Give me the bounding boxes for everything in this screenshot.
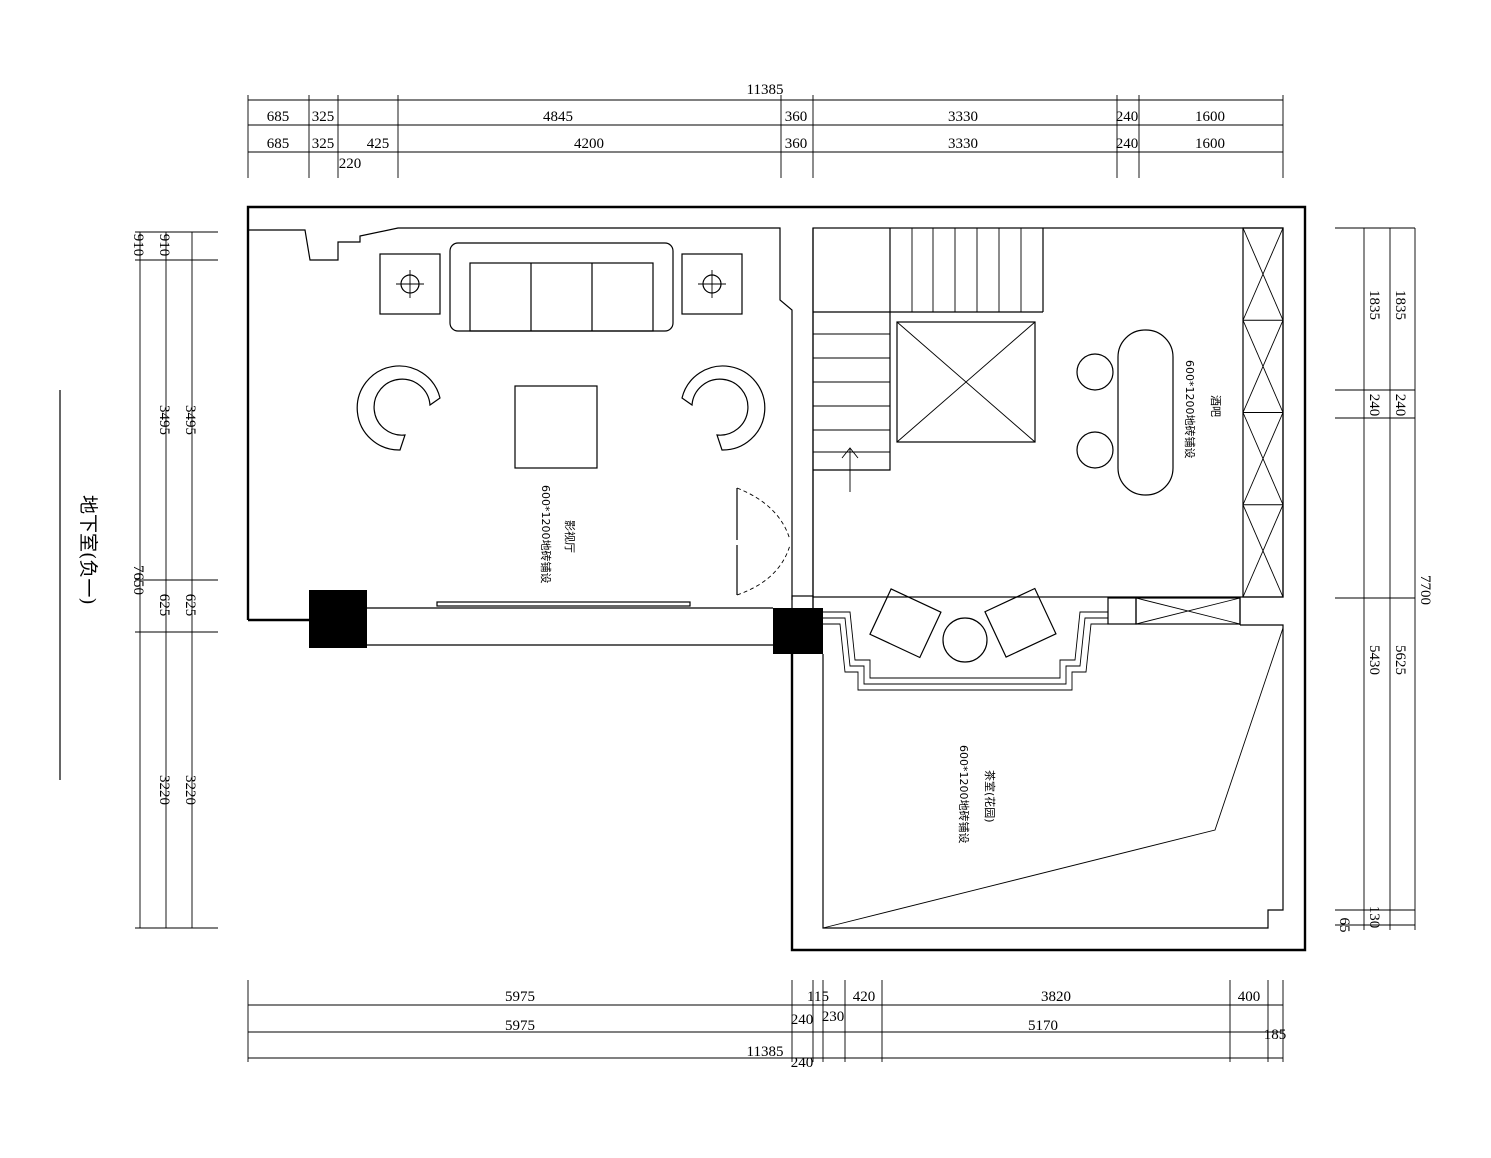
dim-right: 240 — [1392, 394, 1408, 417]
dim-left: 910 — [156, 234, 172, 257]
column — [773, 608, 823, 654]
top-dimension-lines — [247, 95, 1284, 178]
dim-top-row1: 1600 — [1195, 109, 1225, 125]
cabinet-cross — [1242, 320, 1284, 413]
tea-table — [942, 617, 988, 663]
dim-bottom-row1: 115 — [807, 989, 829, 1005]
theater-floor-note: 600*1200地砖铺设 — [539, 485, 553, 584]
dim-bottom-row2: 230 — [822, 1009, 845, 1025]
dim-bottom-row1: 420 — [853, 989, 876, 1005]
dim-top-row2: 1600 — [1195, 136, 1225, 152]
dim-bottom-total: 11385 — [747, 1044, 784, 1060]
dim-left: 625 — [156, 594, 172, 617]
right-dimension-lines — [1335, 227, 1416, 930]
dim-top-row2: 3330 — [948, 136, 978, 152]
cabinet-cross — [1242, 412, 1284, 505]
tv-stand — [436, 601, 691, 607]
cabinet-cross — [1242, 227, 1284, 321]
dim-right: 5625 — [1392, 645, 1408, 675]
bar-floor-note: 600*1200地砖铺设 — [1183, 360, 1197, 459]
tea-room-floor-note: 600*1200地砖铺设 — [957, 745, 971, 844]
wine-cabinet — [1242, 227, 1284, 598]
dim-top-row2: 685 — [267, 136, 290, 152]
dim-right: 1835 — [1366, 290, 1382, 320]
dim-bottom-row2: 5170 — [1028, 1018, 1058, 1034]
dim-left: 3495 — [156, 405, 172, 435]
sofa — [449, 242, 674, 332]
dim-top-row1: 685 — [267, 109, 290, 125]
dim-top-row2: 425 — [367, 136, 390, 152]
dim-top-row2: 325 — [312, 136, 335, 152]
side-table — [379, 253, 441, 315]
drawing-title: 地下室(负一) — [77, 495, 99, 605]
dim-top-row1: 325 — [312, 109, 335, 125]
column — [309, 590, 367, 648]
left-dimension-lines — [135, 231, 218, 929]
column-small — [791, 595, 814, 611]
dim-top-row1: 3330 — [948, 109, 978, 125]
side-table — [681, 253, 743, 315]
dim-bottom-row1: 5975 — [505, 989, 535, 1005]
dim-right: 65 — [1336, 918, 1352, 933]
dim-right: 130 — [1366, 906, 1382, 929]
dim-left: 7650 — [130, 565, 146, 595]
dim-top-total: 11385 — [747, 82, 784, 98]
bay-step-outline — [823, 611, 1108, 691]
dim-top-row1: 4845 — [543, 109, 573, 125]
dim-top-extra: 220 — [339, 156, 362, 172]
dim-top-row2: 4200 — [574, 136, 604, 152]
bar-counter — [1117, 329, 1174, 496]
dim-bottom-row2: 5975 — [505, 1018, 535, 1034]
dim-right: 240 — [1366, 394, 1382, 417]
dim-bottom-row1: 400 — [1238, 989, 1261, 1005]
dim-bottom-extra: 240 — [791, 1055, 814, 1071]
dim-top-row1: 240 — [1116, 109, 1139, 125]
theater-name: 影视厅 — [563, 520, 577, 553]
storage-cabinet — [1107, 597, 1241, 625]
walls — [246, 205, 1307, 952]
dim-left: 3495 — [182, 405, 198, 435]
dim-bottom-row1: 3820 — [1041, 989, 1071, 1005]
tea-room-name: 茶室(花园) — [983, 770, 997, 823]
bar-name: 酒吧 — [1209, 395, 1222, 417]
bar-stool — [1076, 431, 1114, 469]
bottom-dimension-lines — [247, 980, 1284, 1062]
dim-left: 3220 — [156, 775, 172, 805]
bar-stool — [1076, 353, 1114, 391]
dim-top-row1: 360 — [785, 109, 808, 125]
double-door — [736, 487, 791, 596]
dim-top-row2: 360 — [785, 136, 808, 152]
lounge-chair — [869, 588, 942, 659]
armchair — [356, 365, 441, 451]
dim-right: 1835 — [1392, 290, 1408, 320]
dim-left: 625 — [182, 594, 198, 617]
dim-left: 910 — [130, 234, 146, 257]
dim-bottom-row2: 240 — [791, 1012, 814, 1028]
cabinet-cross — [1242, 504, 1284, 598]
dim-left: 3220 — [182, 775, 198, 805]
elevator-shaft — [896, 321, 1036, 443]
dim-right: 7700 — [1417, 575, 1433, 605]
dim-right: 5430 — [1366, 645, 1382, 675]
coffee-table — [514, 385, 598, 469]
dim-bottom-row2: 185 — [1264, 1027, 1287, 1043]
garden-boundary — [822, 627, 1284, 929]
staircase — [813, 228, 1044, 492]
lounge-chair — [984, 587, 1057, 658]
armchair — [681, 365, 766, 451]
dim-top-row2: 240 — [1116, 136, 1139, 152]
